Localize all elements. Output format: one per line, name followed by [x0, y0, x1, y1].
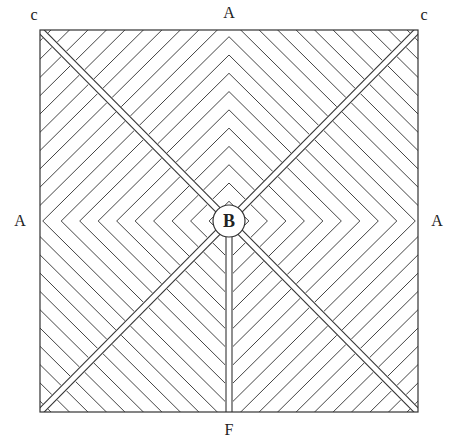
band-ground	[225, 221, 233, 412]
letter-label: A	[429, 212, 445, 230]
hatch-line	[28, 24, 456, 445]
band-line	[231, 219, 418, 412]
circle-shape	[213, 205, 245, 237]
band-line	[40, 223, 231, 412]
hatch-line	[19, 14, 456, 445]
hatch-line	[0, 5, 449, 445]
hatch-line	[0, 24, 430, 445]
band-ground	[229, 30, 418, 221]
band-line	[40, 219, 227, 412]
hatch-line	[9, 0, 456, 437]
band-line	[225, 221, 226, 412]
hatch-line	[28, 24, 456, 445]
letter-label: A	[12, 212, 28, 230]
letter-label: c	[28, 6, 39, 24]
band-ground	[229, 221, 418, 412]
hatch-line	[0, 0, 449, 437]
band-line	[40, 30, 227, 223]
hatch-line	[0, 0, 439, 428]
band-line	[40, 30, 231, 219]
hatch-line	[0, 14, 439, 445]
square-outline	[40, 30, 418, 412]
band-line	[227, 223, 418, 412]
band-line	[231, 30, 418, 223]
double-line-bands	[40, 30, 418, 412]
letter-label: F	[223, 421, 236, 439]
hatch-line	[0, 5, 449, 445]
centre-circle: B	[212, 204, 246, 238]
hatch-line	[9, 0, 456, 437]
letter-label: c	[418, 6, 429, 24]
hatch-line	[9, 5, 456, 445]
hatch-line	[19, 0, 456, 428]
hatch-line	[0, 0, 449, 437]
circle-letter: B	[223, 212, 235, 230]
letter-label: A	[221, 4, 237, 22]
hatch-line	[0, 24, 430, 445]
hatch-line	[0, 14, 439, 445]
band-line	[227, 30, 418, 219]
band-line	[231, 221, 232, 412]
hatch-line	[19, 0, 456, 428]
band-ground	[40, 30, 229, 221]
hatch-line	[19, 14, 456, 445]
hatch-line	[0, 0, 430, 418]
hatch-line	[9, 5, 456, 445]
band-ground	[40, 221, 229, 412]
